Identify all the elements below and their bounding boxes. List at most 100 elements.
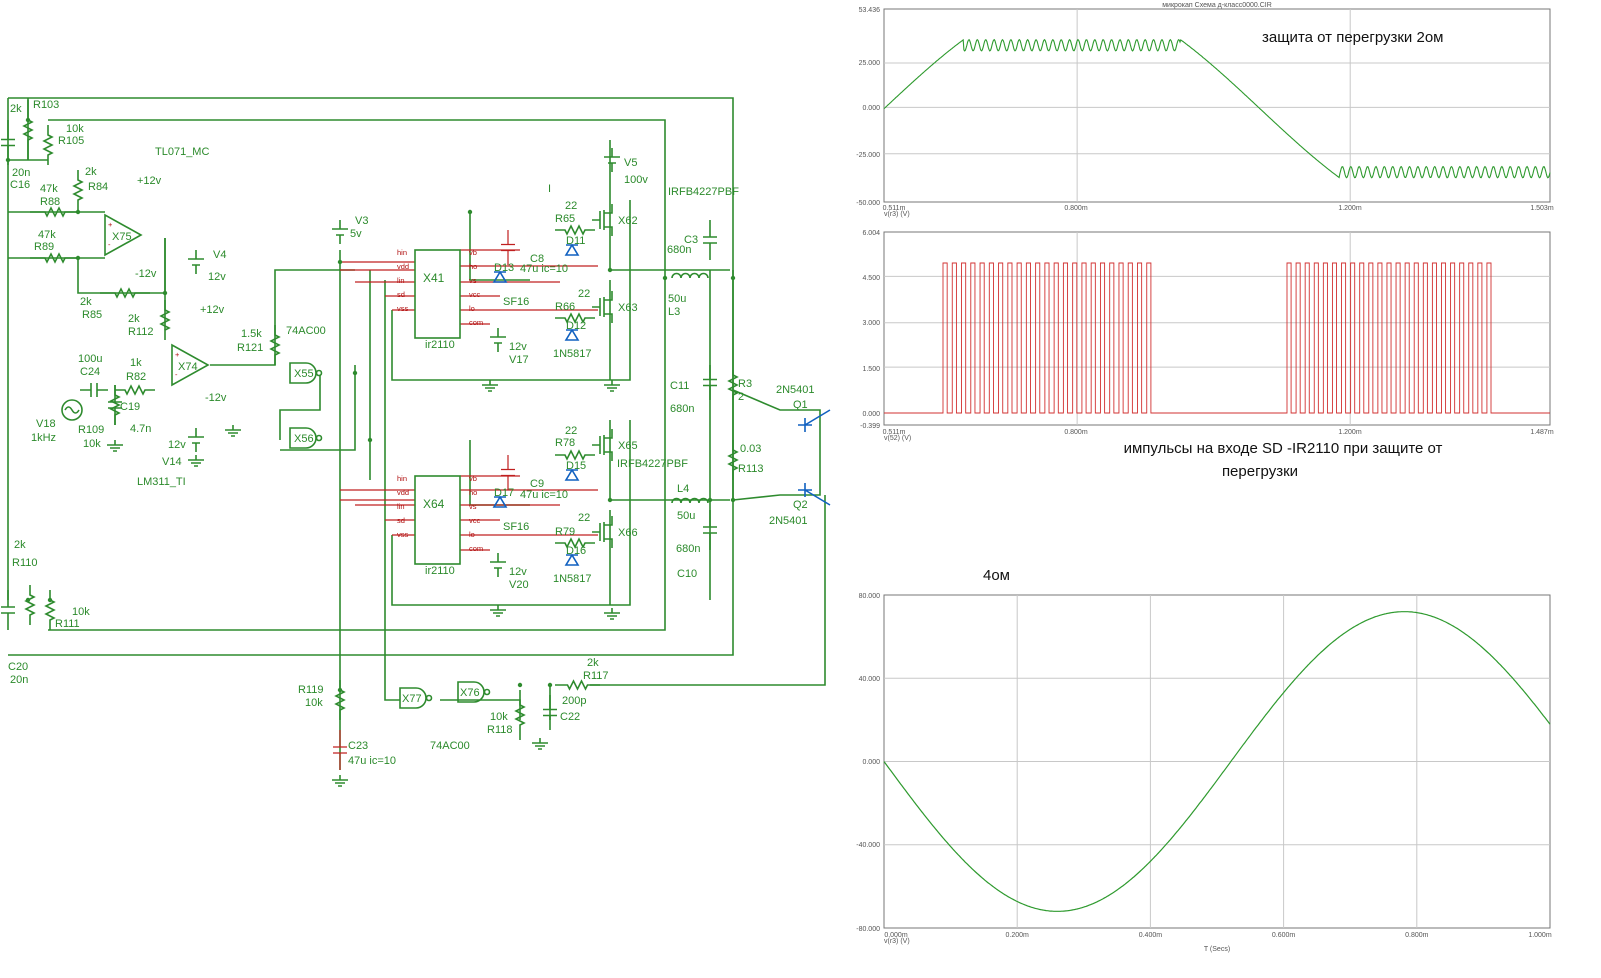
v3-val: 5v <box>350 228 362 240</box>
q1-ref: Q1 <box>793 399 808 411</box>
ir2110-x64-ref: X64 <box>423 497 445 511</box>
junction-dot <box>467 209 473 215</box>
c23-val: 47u ic=10 <box>348 755 396 767</box>
diode-d13 <box>492 270 508 283</box>
plot-bottom-annotation: 4ом <box>983 567 1010 584</box>
diode-d16-ref: D16 <box>566 545 586 557</box>
mosfet-x63-ref: X63 <box>618 302 638 314</box>
mosfet-x65-ref: X65 <box>618 440 638 452</box>
pin-vb: vb <box>469 474 477 483</box>
pin-hin: hin <box>397 248 407 257</box>
r109-val: 10k <box>83 438 101 450</box>
plot-top-annotation: защита от перегрузки 2ом <box>1262 29 1443 46</box>
v14-ref: V14 <box>162 456 182 468</box>
l3-val: 50u <box>668 293 686 305</box>
plot-middle-xtick: 0.511m <box>883 429 906 436</box>
c19-val: 4.7n <box>130 423 151 435</box>
plot-middle-frame <box>883 231 1551 426</box>
nand2-wire <box>279 375 321 440</box>
junction-dot <box>337 259 343 265</box>
r3-ref: R3 <box>738 378 752 390</box>
capacitor-c8 <box>501 230 515 265</box>
r103-val: 2k <box>10 103 22 115</box>
pin-ho: ho <box>469 488 477 497</box>
r117-ref: R117 <box>583 670 608 682</box>
plot-middle-ytick: -0.399 <box>860 423 880 430</box>
r65-ref: R65 <box>555 213 575 225</box>
resistor-r3 <box>727 370 739 400</box>
plot-bottom-ytick: -40.000 <box>856 842 880 849</box>
driver-bot-outputs <box>460 475 598 551</box>
r84-ref: R84 <box>88 181 108 193</box>
diode-d13-type: SF16 <box>503 296 529 308</box>
r78-val: 22 <box>565 425 577 437</box>
mosfet-x62-type: IRFB4227PBF <box>668 186 739 198</box>
junction-dot <box>517 682 523 688</box>
r3-val: 2 <box>738 391 744 403</box>
v17-val: 12v <box>509 341 527 353</box>
mosfet-x65-type: IRFB4227PBF <box>617 458 688 470</box>
diode-d11 <box>564 243 580 256</box>
plot-top-ytick: 25.000 <box>859 60 881 67</box>
x76-ref: X76 <box>460 687 480 699</box>
plot-middle-ytick: 1.500 <box>862 366 880 373</box>
ir2110-x41-ref: X41 <box>423 271 445 285</box>
junction-dot <box>25 597 31 603</box>
junction-dot <box>730 497 736 503</box>
c20-ref: C20 <box>8 661 28 673</box>
c11-ref: C11 <box>670 380 689 392</box>
r105-ref: R105 <box>58 135 84 147</box>
ac-source-wave <box>64 406 80 414</box>
q1-type: 2N5401 <box>776 384 815 396</box>
c16-val: 20n <box>12 167 30 179</box>
supply-label-m12-2: -12v <box>205 392 227 404</box>
resistor-r105 <box>42 125 54 165</box>
minus-pin: - <box>175 370 178 379</box>
r79-ref: R79 <box>555 526 575 538</box>
plot-bottom-trace-label: v(r3) (V) <box>884 938 910 945</box>
r84-val: 2k <box>85 166 97 178</box>
nand-bubble <box>483 688 491 696</box>
comparator-out <box>210 269 355 366</box>
r110-ref: R110 <box>12 557 37 569</box>
nand-x76 <box>457 681 485 703</box>
tick-mark: I <box>548 183 551 195</box>
inner-loop-wire <box>48 119 666 631</box>
resistor-r109 <box>109 385 121 425</box>
ir2110-x64-type: ir2110 <box>425 565 455 577</box>
junction-dot <box>47 597 53 603</box>
q2-type: 2N5401 <box>769 515 808 527</box>
plus-pin: + <box>175 350 180 359</box>
mosfet-x62 <box>592 204 613 236</box>
r121-val: 1.5k <box>241 328 262 340</box>
supply-label-m12: -12v <box>135 268 157 280</box>
current-sense-wire <box>732 389 821 501</box>
pin-vcc: vcc <box>469 516 481 525</box>
x74-ref: X74 <box>178 361 198 373</box>
plot-top-trace-label: v(r3) (V) <box>884 211 910 218</box>
junction-dot <box>607 497 613 503</box>
capacitor-c24 <box>80 383 108 397</box>
driver-top-inputs <box>340 261 415 311</box>
v5-ref: V5 <box>624 157 637 169</box>
q2-ref: Q2 <box>793 499 808 511</box>
v3-ref: V3 <box>355 215 368 227</box>
pin-vss: vss <box>397 304 409 313</box>
plot-bottom-ytick: 40.000 <box>859 676 881 683</box>
plot-middle-ytick: 0.000 <box>862 411 880 418</box>
diode-d12-type: 1N5817 <box>553 348 592 360</box>
r78-ref: R78 <box>555 437 575 449</box>
battery-v17 <box>490 328 506 352</box>
l3-ref: L3 <box>668 306 680 318</box>
ir2110-x41-type: ir2110 <box>425 339 455 351</box>
pin-ho: ho <box>469 262 477 271</box>
c24-val: 100u <box>78 353 102 365</box>
plot-middle-ytick: 6.004 <box>862 230 880 237</box>
plot-middle-series <box>884 262 1550 414</box>
plot-top-series <box>883 38 1551 179</box>
ground-symbol <box>225 425 241 437</box>
plot-bottom-ytick: 0.000 <box>862 759 880 766</box>
junction-dot <box>25 117 31 123</box>
diode-d17-ref: D17 <box>494 487 514 499</box>
